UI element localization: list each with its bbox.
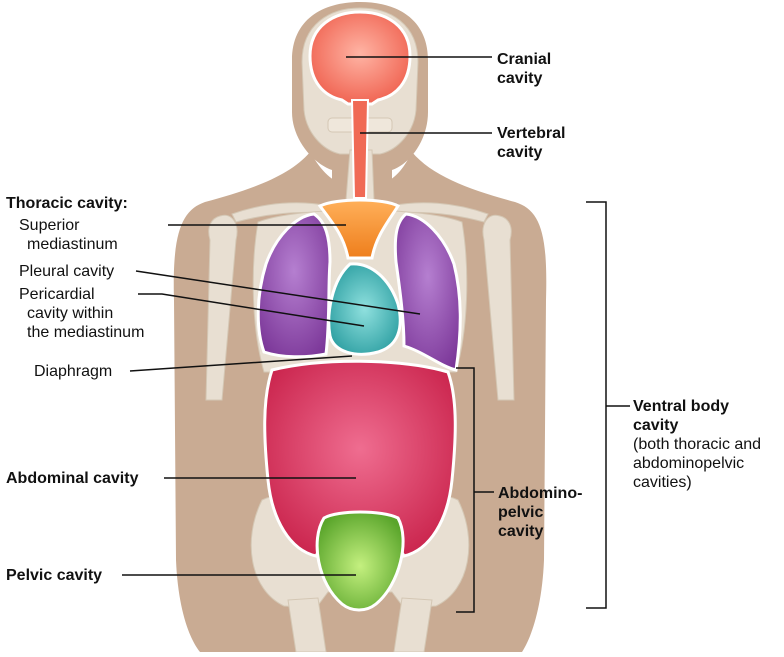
cranial-cavity-label: Cranial cavity	[497, 50, 551, 88]
cavities	[256, 10, 462, 612]
diaphragm-label: Diaphragm	[34, 363, 113, 380]
ventral-title-line2: cavity	[633, 417, 679, 434]
pericardial-line1: Pericardial	[19, 286, 95, 303]
cranial-label-line1: Cranial	[497, 51, 552, 68]
right-pleural-cavity	[393, 212, 462, 372]
thoracic-cavity-heading: Thoracic cavity:	[6, 195, 128, 212]
pericardial-cavity	[327, 262, 402, 356]
superior-mediastinum-line1: Superior	[19, 217, 80, 234]
pelvic-cavity-label: Pelvic cavity	[6, 567, 103, 584]
superior-mediastinum	[317, 198, 401, 260]
abdominal-cavity	[263, 359, 457, 558]
vertebral-cavity	[350, 99, 370, 199]
abdominopelvic-line3: cavity	[498, 523, 544, 540]
ventral-note-line3: cavities)	[633, 474, 692, 491]
pleural-cavity-label: Pleural cavity	[19, 263, 115, 280]
brackets	[456, 201, 630, 613]
right-humerus	[482, 214, 515, 401]
ventral-title-line1: Ventral body	[633, 398, 730, 415]
ventral-bracket	[586, 201, 607, 609]
abdominopelvic-line1: Abdomino-	[498, 485, 583, 502]
abdominopelvic-cavity-label: Abdomino- pelvic cavity	[498, 484, 582, 541]
pericardial-cavity-label: Pericardial cavity within the mediastinu…	[19, 285, 144, 342]
cranial-label-line2: cavity	[497, 70, 543, 87]
abdominal-cavity-label: Abdominal cavity	[6, 470, 139, 487]
abdominopelvic-bracket	[456, 367, 475, 613]
ventral-note-line1: (both thoracic and	[633, 436, 762, 453]
superior-mediastinum-line2: mediastinum	[27, 236, 118, 253]
diaphragm-leader	[129, 355, 353, 372]
pericardial-leader	[138, 293, 365, 327]
pelvic-cavity	[315, 510, 405, 612]
ventral-note-line2: abdominopelvic	[633, 455, 745, 472]
ventral-body-cavity-label: Ventral body cavity (both thoracic and a…	[633, 397, 761, 492]
left-pleural-cavity	[256, 212, 332, 359]
pleural-leader	[135, 270, 421, 315]
leader-lines	[122, 56, 492, 576]
vertebral-label-line2: cavity	[497, 144, 543, 161]
vertebral-label-line1: Vertebral	[497, 125, 566, 142]
left-humerus	[205, 214, 238, 401]
vertebral-cavity-label: Vertebral cavity	[497, 124, 565, 162]
abdominopelvic-line2: pelvic	[498, 504, 544, 521]
pericardial-line2: cavity within	[27, 305, 114, 322]
cranial-cavity	[308, 10, 412, 106]
pericardial-line3: the mediastinum	[27, 324, 145, 341]
superior-mediastinum-label: Superior mediastinum	[19, 216, 118, 254]
